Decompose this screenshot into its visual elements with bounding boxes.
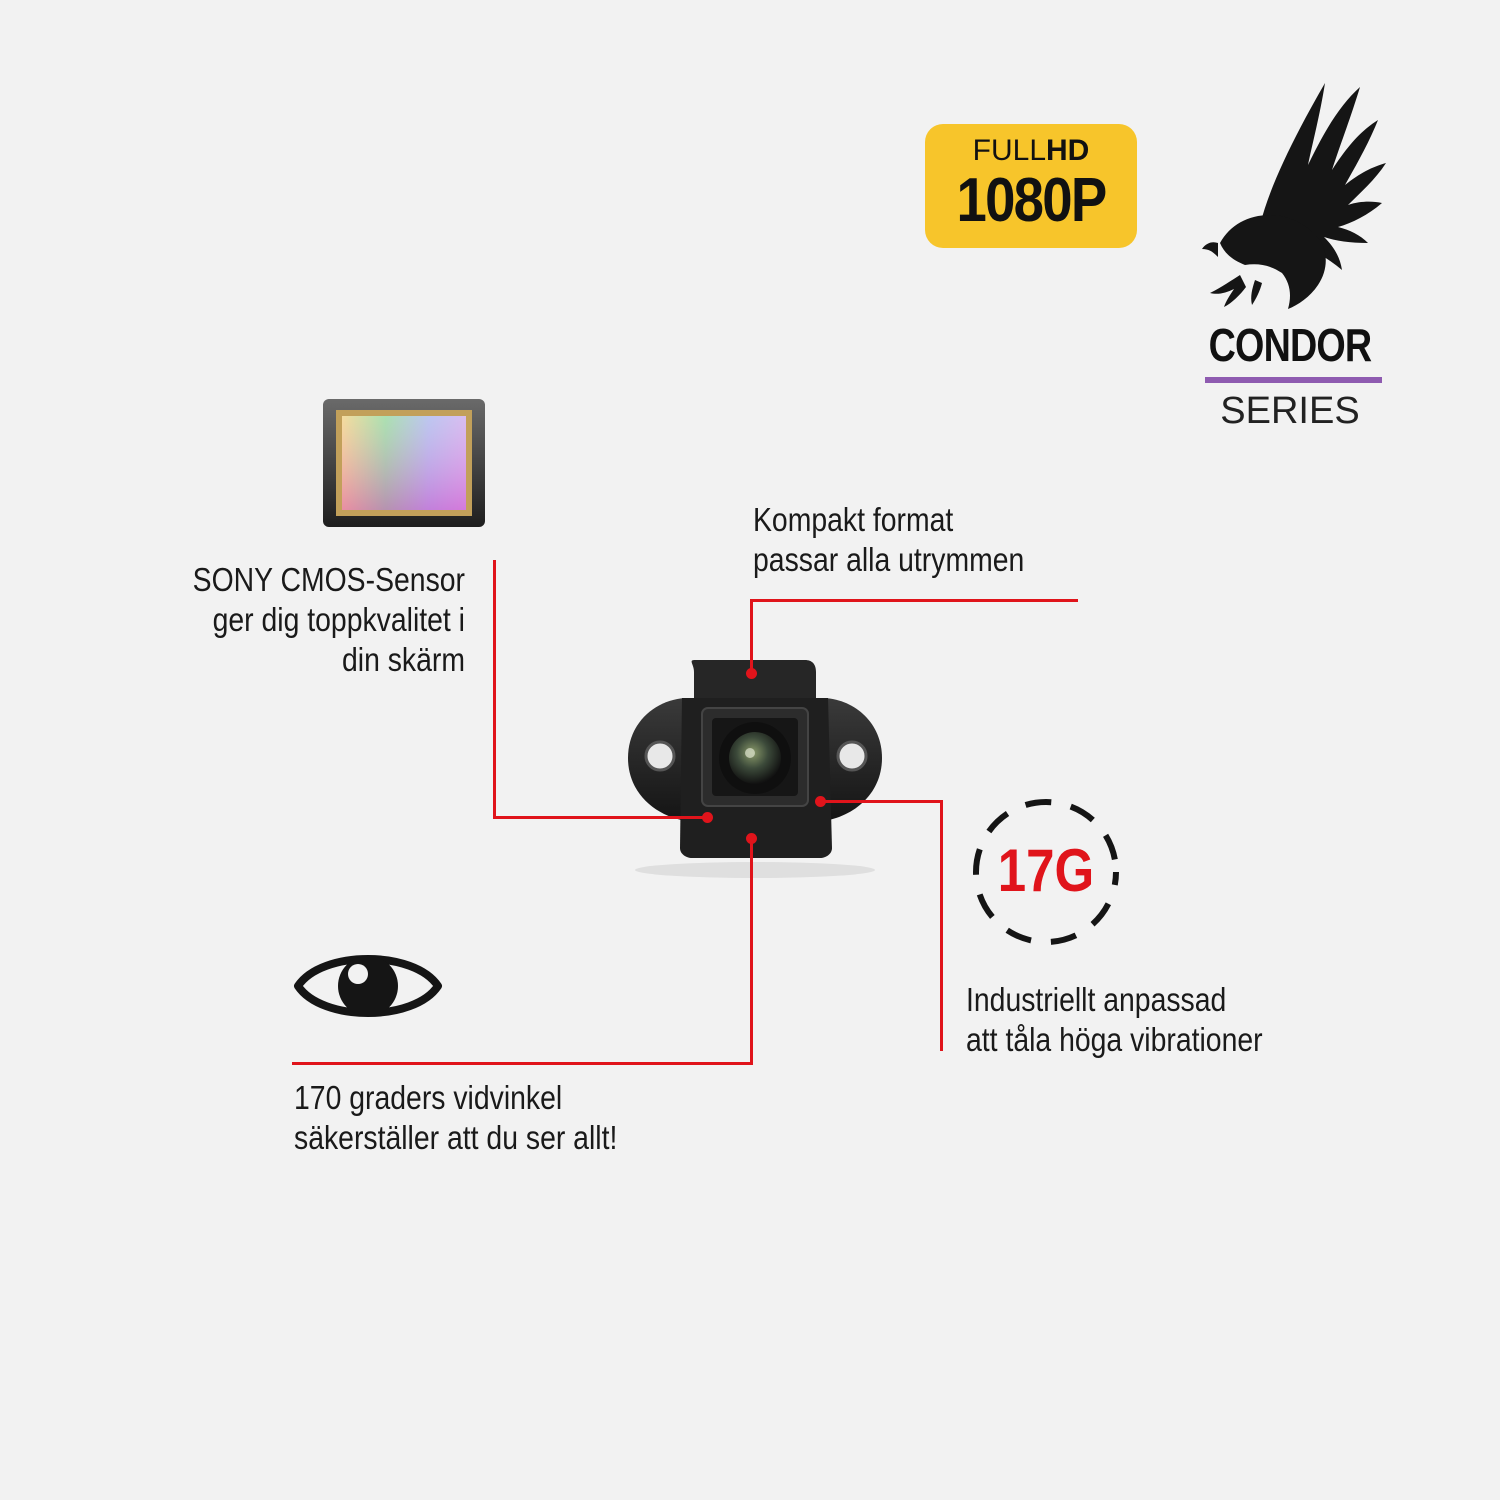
sensor-leader-horizontal <box>493 816 707 819</box>
sensor-leader-dot <box>702 812 713 823</box>
sensor-feature-text: SONY CMOS-Sensor ger dig toppkvalitet i … <box>117 560 465 680</box>
compact-line-1: Kompakt format <box>753 501 954 538</box>
sensor-line-1: SONY CMOS-Sensor <box>192 561 465 598</box>
brand-title: CONDOR <box>1208 319 1373 371</box>
vibration-leader-horizontal <box>820 800 943 803</box>
angle-leader-dot <box>746 833 757 844</box>
compact-feature-text: Kompakt format passar alla utrymmen <box>753 500 1024 580</box>
sensor-line-2: ger dig toppkvalitet i <box>212 601 465 638</box>
angle-leader-horizontal <box>292 1062 753 1065</box>
compact-line-2: passar alla utrymmen <box>753 541 1025 578</box>
compact-leader-vertical <box>750 599 753 673</box>
compact-leader-dot <box>746 668 757 679</box>
camera-product-image <box>628 660 882 878</box>
sensor-leader-vertical <box>493 560 496 819</box>
eye-icon <box>294 955 442 1017</box>
brand-subtitle: SERIES <box>1220 390 1360 432</box>
angle-leader-vertical <box>750 838 753 1065</box>
vibration-leader-vertical <box>940 800 943 1051</box>
angle-line-2: säkerställer att du ser allt! <box>294 1119 618 1156</box>
vibration-feature-text: Industriellt anpassad att tåla höga vibr… <box>966 980 1263 1060</box>
angle-feature-text: 170 graders vidvinkel säkerställer att d… <box>294 1078 617 1158</box>
compact-leader-horizontal <box>750 599 1078 602</box>
vibration-line-1: Industriellt anpassad <box>966 981 1227 1018</box>
vibration-line-2: att tåla höga vibrationer <box>966 1021 1263 1058</box>
full-hd-badge: FULLHD 1080P <box>925 124 1137 248</box>
vibration-rating: 17G <box>997 837 1095 904</box>
condor-eagle-icon <box>1202 83 1386 309</box>
vibration-rating-icon <box>973 799 1119 945</box>
badge-resolution: 1080P <box>956 166 1108 235</box>
cmos-sensor-icon <box>323 399 485 527</box>
badge-full-hd-label: FULLHD <box>972 134 1090 167</box>
angle-line-1: 170 graders vidvinkel <box>294 1079 563 1116</box>
brand-divider <box>1205 377 1382 383</box>
sensor-line-3: din skärm <box>341 641 465 678</box>
vibration-leader-dot <box>815 796 826 807</box>
